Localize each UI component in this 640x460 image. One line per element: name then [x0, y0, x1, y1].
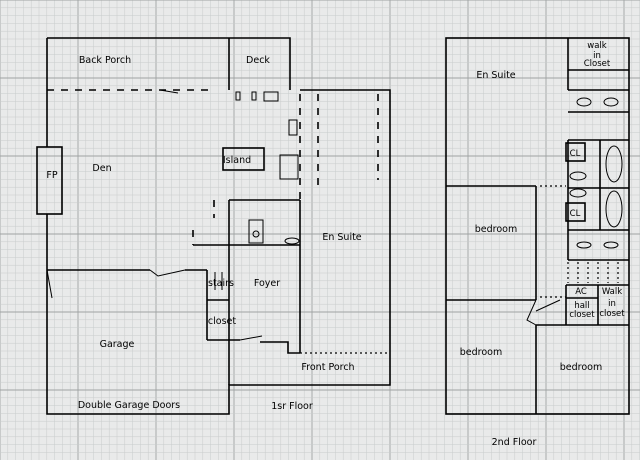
bedroom-door-swing [526, 299, 537, 326]
room-label-cl-lower: CL [570, 209, 581, 219]
second-floor-plan: En Suite walk in Closet CL CL bedroom be… [445, 37, 630, 448]
bathtub [605, 145, 623, 183]
toilet [248, 219, 264, 244]
room-label-bedroom-upper: bedroom [475, 224, 517, 235]
room-label-walk-in-closet-line3: Closet [584, 59, 611, 69]
room-label-garage: Garage [100, 339, 135, 350]
room-label-walk-in-closet-line2: in [593, 51, 601, 61]
room-label-back-porch: Back Porch [79, 55, 131, 66]
first-floor-plan: Back Porch Deck Den FP Island En Suite s… [36, 37, 391, 415]
vanity-sink [576, 97, 592, 107]
room-label-bedroom-right: bedroom [560, 362, 602, 373]
room-label-garage-doors: Double Garage Doors [78, 400, 180, 411]
room-label-bedroom-left: bedroom [460, 347, 502, 358]
room-label-deck: Deck [246, 55, 270, 66]
room-label-en-suite-second: En Suite [476, 70, 515, 81]
bathtub [605, 190, 623, 228]
kitchen-range [279, 154, 299, 180]
room-label-walk-line1: Walk [602, 287, 622, 297]
second-floor-outer-walls [445, 37, 630, 415]
back-door-swing [159, 89, 179, 94]
kitchen-appliance [288, 119, 298, 136]
kitchen-sink [263, 91, 279, 102]
garage-door-swing [149, 269, 186, 277]
kitchen-fixture [235, 91, 241, 101]
closet-box-lower [565, 202, 586, 222]
closet-box-upper [565, 142, 586, 162]
room-label-en-suite-first: En Suite [322, 232, 361, 243]
room-label-hall-closet-line1: hall [574, 301, 589, 311]
vanity-sink [603, 97, 619, 107]
kitchen-fixture [251, 91, 257, 101]
room-label-island: Island [223, 155, 251, 166]
room-label-fireplace: FP [46, 170, 57, 181]
room-label-walk-line2: in [608, 299, 616, 309]
garage-side-door [46, 269, 53, 299]
room-label-walk-line3: closet [599, 309, 625, 319]
room-label-walk-in-closet-line1: walk [587, 41, 607, 51]
sink [284, 237, 300, 245]
room-label-front-porch: Front Porch [301, 362, 354, 373]
toilet [569, 171, 587, 181]
kitchen-island [222, 147, 265, 171]
toilet-bowl [252, 230, 260, 238]
foyer-entry-wall [229, 339, 300, 354]
room-label-stairs: stairs [208, 278, 234, 289]
room-label-foyer: Foyer [254, 278, 280, 289]
room-label-ac: AC [575, 287, 587, 297]
toilet [569, 188, 587, 198]
room-label-den: Den [92, 163, 111, 174]
second-floor-caption: 2nd Floor [492, 437, 537, 448]
closet-door-swing [535, 299, 561, 312]
room-label-closet: closet [208, 316, 236, 327]
vanity-sink [576, 241, 592, 249]
first-floor-caption: 1sr Floor [271, 401, 313, 412]
room-label-hall-closet-line2: closet [569, 310, 595, 320]
fireplace [36, 146, 63, 215]
vanity-sink [603, 241, 619, 249]
room-label-cl-upper: CL [570, 149, 581, 159]
front-door-swing [239, 335, 263, 341]
